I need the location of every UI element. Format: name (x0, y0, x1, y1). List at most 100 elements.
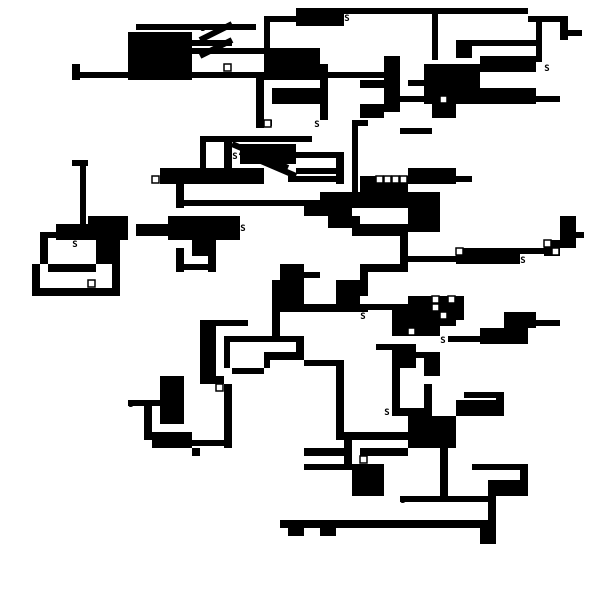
wall-segment (456, 248, 520, 264)
wall-segment (192, 24, 232, 30)
wall-segment (456, 400, 504, 416)
wall-segment (144, 400, 152, 440)
wall-segment (272, 280, 280, 336)
wall-segment (280, 520, 488, 528)
marker-s: S (232, 152, 237, 162)
wall-segment (192, 232, 216, 256)
wall-segment (232, 368, 264, 374)
wall-segment (208, 376, 224, 384)
wall-segment (296, 8, 528, 14)
wall-segment (320, 520, 336, 536)
wall-segment (480, 88, 536, 104)
box-tile (151, 175, 160, 184)
marker-s: S (504, 96, 509, 106)
wall-segment (480, 56, 536, 72)
wall-segment (520, 248, 544, 254)
wall-segment (472, 40, 536, 46)
wall-segment (264, 352, 270, 368)
box-tile (87, 279, 96, 288)
wall-segment (456, 176, 472, 182)
wall-segment (192, 448, 200, 456)
wall-segment (176, 248, 184, 272)
wall-segment (224, 336, 230, 368)
wall-segment (400, 352, 440, 358)
marker-s: S (240, 224, 245, 234)
wall-segment (200, 136, 312, 142)
wall-segment (192, 48, 272, 54)
wall-segment (184, 440, 232, 446)
wall-segment (296, 336, 304, 360)
wall-segment (230, 141, 290, 171)
wall-segment (432, 104, 456, 118)
marker-s: S (384, 408, 389, 418)
wall-segment (472, 464, 528, 470)
wall-segment (304, 8, 344, 26)
wall-segment (224, 24, 256, 30)
wall-segment (400, 496, 488, 502)
wall-segment (296, 168, 344, 174)
wall-segment (408, 168, 456, 184)
box-tile (431, 303, 440, 312)
box-tile (263, 119, 272, 128)
wall-segment (352, 224, 408, 236)
wall-segment (488, 480, 496, 544)
wall-segment (208, 256, 216, 272)
wall-segment (320, 72, 400, 78)
wall-segment (536, 16, 542, 62)
wall-segment (32, 264, 40, 296)
wall-segment (264, 16, 304, 22)
box-tile (399, 175, 408, 184)
wall-segment (224, 136, 232, 168)
marker-s: S (128, 400, 133, 410)
wall-segment (352, 120, 368, 126)
wall-segment (160, 376, 184, 424)
wall-segment (288, 520, 304, 536)
wall-segment (432, 14, 438, 60)
wall-segment (176, 264, 216, 270)
marker-s: S (314, 120, 319, 130)
wall-segment (264, 16, 270, 78)
marker-s: S (72, 240, 77, 250)
wall-segment (80, 160, 86, 232)
wall-segment (568, 30, 582, 36)
wall-segment (440, 320, 456, 326)
wall-segment (560, 16, 568, 40)
wall-segment (344, 432, 408, 440)
corridor-layer (32, 8, 584, 544)
wall-segment (360, 448, 408, 456)
marker-s: S (200, 24, 205, 34)
box-tile (407, 327, 416, 336)
wall-segment (40, 232, 48, 264)
wall-segment (200, 320, 216, 384)
wall-segment (48, 264, 96, 272)
wall-segment (496, 392, 504, 416)
box-tile (439, 95, 448, 104)
wall-segment (384, 56, 400, 112)
wall-segment (480, 328, 528, 344)
wall-segment (360, 104, 384, 118)
wall-segment (440, 448, 448, 496)
box-tile (215, 383, 224, 392)
wall-segment (352, 464, 384, 496)
wall-segment (216, 320, 248, 326)
wall-segment (198, 21, 234, 43)
wall-segment (376, 344, 400, 350)
wall-segment (224, 384, 232, 448)
box-tile (543, 239, 552, 248)
wall-segment (40, 232, 120, 238)
wall-segment (360, 304, 400, 310)
wall-segment (408, 256, 464, 262)
wall-segment (176, 176, 184, 208)
wall-segment (360, 80, 384, 88)
marker-s: S (360, 312, 365, 322)
box-tile (391, 175, 400, 184)
wall-segment (304, 448, 352, 456)
wall-segment (304, 360, 344, 366)
wall-segment (112, 240, 120, 296)
wall-segment (176, 48, 184, 80)
wall-segment (176, 40, 232, 46)
box-tile (551, 247, 560, 256)
wall-segment (392, 368, 400, 416)
